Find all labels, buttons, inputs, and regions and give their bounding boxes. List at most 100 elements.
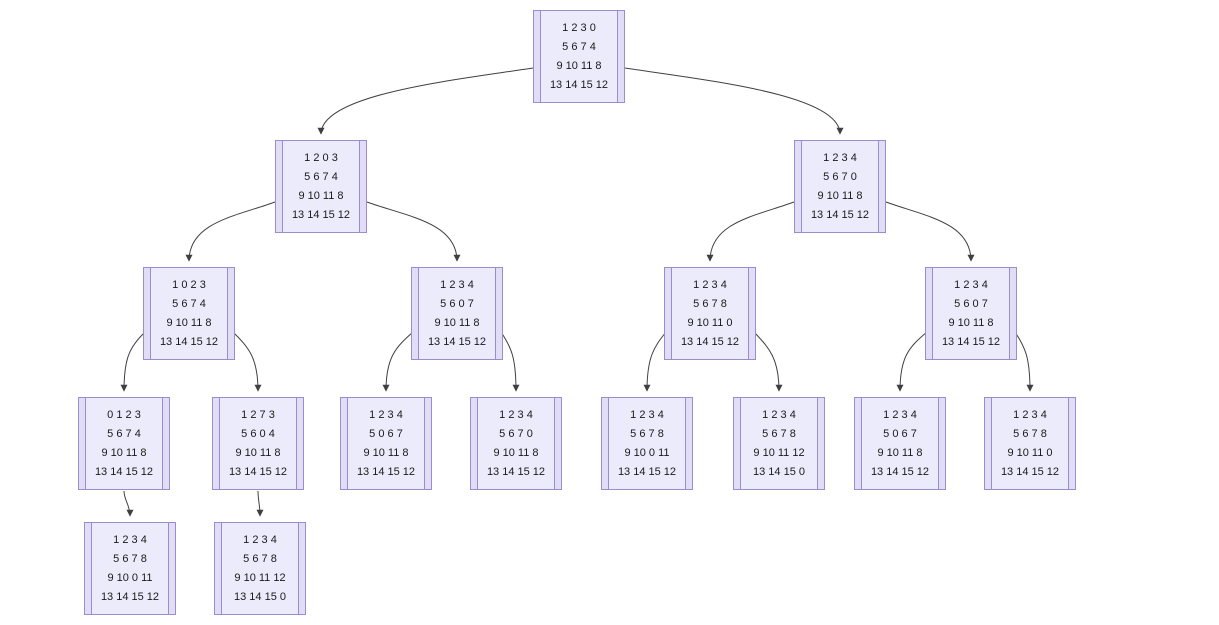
puzzle-row: 5 6 7 8 [630, 427, 664, 440]
puzzle-row: 9 10 11 0 [687, 316, 733, 329]
tree-node-l4e: 1 2 3 4 5 6 7 8 9 10 0 11 13 14 15 12 [601, 397, 693, 490]
puzzle-row: 13 14 15 12 [870, 465, 930, 478]
puzzle-row: 9 10 11 0 [1007, 446, 1053, 459]
puzzle-row: 9 10 11 8 [235, 446, 281, 459]
puzzle-row: 13 14 15 12 [100, 590, 160, 603]
edge-l3d-l4g [896, 331, 928, 392]
tree-node-l2b: 1 2 3 4 5 6 7 0 9 10 11 8 13 14 15 12 [794, 140, 886, 233]
puzzle-row: 13 14 15 12 [1000, 465, 1060, 478]
puzzle-row: 9 10 11 8 [556, 59, 602, 72]
tree-node-l3b: 1 2 3 4 5 6 0 7 9 10 11 8 13 14 15 12 [411, 267, 503, 360]
puzzle-row: 5 6 7 4 [107, 427, 141, 440]
puzzle-row: 1 2 3 4 [1013, 408, 1047, 421]
edge-l2a-l3a [185, 201, 276, 262]
tree-node-l3c: 1 2 3 4 5 6 7 8 9 10 11 0 13 14 15 12 [664, 267, 756, 360]
puzzle-row: 9 10 11 12 [753, 446, 805, 459]
puzzle-row: 13 14 15 12 [810, 208, 870, 221]
puzzle-row: 9 10 11 8 [434, 316, 480, 329]
tree-node-l4b: 1 2 7 3 5 6 0 4 9 10 11 8 13 14 15 12 [212, 397, 304, 490]
puzzle-row: 9 10 11 8 [877, 446, 923, 459]
edge-l4b-l5b [256, 490, 264, 517]
puzzle-row: 1 2 3 4 [883, 408, 917, 421]
puzzle-row: 5 6 7 4 [562, 40, 596, 53]
edge-l3d-l4h [1014, 331, 1034, 392]
tree-node-l4a: 0 1 2 3 5 6 7 4 9 10 11 8 13 14 15 12 [78, 397, 170, 490]
edge-l2b-l3d [885, 201, 975, 262]
puzzle-row: 13 14 15 12 [427, 335, 487, 348]
puzzle-row: 9 10 0 11 [107, 571, 153, 584]
edge-l3c-l4e [643, 331, 667, 392]
puzzle-row: 5 6 7 4 [172, 297, 206, 310]
edge-l2b-l3c [706, 201, 795, 262]
tree-node-l4c: 1 2 3 4 5 0 6 7 9 10 11 8 13 14 15 12 [340, 397, 432, 490]
tree-node-root: 1 2 3 0 5 6 7 4 9 10 11 8 13 14 15 12 [533, 10, 625, 103]
puzzle-row: 9 10 11 8 [363, 446, 409, 459]
edge-root-l2b [624, 67, 844, 135]
puzzle-row: 5 6 7 8 [243, 552, 277, 565]
puzzle-row: 9 10 11 12 [234, 571, 286, 584]
puzzle-row: 1 2 3 4 [630, 408, 664, 421]
edge-l3a-l4b [232, 331, 262, 392]
puzzle-row: 1 2 3 4 [499, 408, 533, 421]
puzzle-row: 13 14 15 12 [291, 208, 351, 221]
puzzle-row: 13 14 15 0 [234, 590, 286, 603]
puzzle-row: 5 6 7 8 [762, 427, 796, 440]
puzzle-row: 5 6 7 8 [113, 552, 147, 565]
puzzle-row: 5 6 7 0 [823, 170, 857, 183]
puzzle-row: 13 14 15 12 [680, 335, 740, 348]
edge-l3b-l4d [500, 331, 520, 392]
puzzle-row: 5 6 7 8 [1013, 427, 1047, 440]
puzzle-row: 13 14 15 12 [159, 335, 219, 348]
edge-l3a-l4a [120, 331, 146, 392]
puzzle-row: 5 0 6 7 [369, 427, 403, 440]
puzzle-row: 1 2 3 4 [113, 533, 147, 546]
puzzle-row: 9 10 11 8 [101, 446, 147, 459]
puzzle-row: 9 10 11 8 [298, 189, 344, 202]
tree-node-l4h: 1 2 3 4 5 6 7 8 9 10 11 0 13 14 15 12 [984, 397, 1076, 490]
puzzle-row: 13 14 15 12 [356, 465, 416, 478]
puzzle-row: 13 14 15 12 [94, 465, 154, 478]
tree-node-l4d: 1 2 3 4 5 6 7 0 9 10 11 8 13 14 15 12 [470, 397, 562, 490]
tree-node-l4f: 1 2 3 4 5 6 7 8 9 10 11 12 13 14 15 0 [733, 397, 825, 490]
puzzle-row: 1 0 2 3 [172, 278, 206, 291]
puzzle-row: 9 10 11 8 [166, 316, 212, 329]
puzzle-row: 5 6 0 4 [241, 427, 275, 440]
puzzle-row: 5 0 6 7 [883, 427, 917, 440]
puzzle-row: 1 2 3 4 [954, 278, 988, 291]
puzzle-row: 1 2 3 4 [823, 151, 857, 164]
puzzle-row: 1 2 0 3 [304, 151, 338, 164]
puzzle-row: 5 6 7 0 [499, 427, 533, 440]
puzzle-row: 13 14 15 12 [228, 465, 288, 478]
puzzle-row: 9 10 11 8 [493, 446, 539, 459]
puzzle-row: 1 2 3 0 [562, 21, 596, 34]
puzzle-row: 13 14 15 0 [753, 465, 805, 478]
puzzle-row: 5 6 7 8 [693, 297, 727, 310]
puzzle-row: 9 10 11 8 [948, 316, 994, 329]
puzzle-row: 5 6 0 7 [440, 297, 474, 310]
puzzle-row: 9 10 11 8 [817, 189, 863, 202]
puzzle-row: 13 14 15 12 [617, 465, 677, 478]
tree-node-l2a: 1 2 0 3 5 6 7 4 9 10 11 8 13 14 15 12 [275, 140, 367, 233]
puzzle-row: 5 6 7 4 [304, 170, 338, 183]
puzzle-row: 13 14 15 12 [549, 78, 609, 91]
tree-node-l3d: 1 2 3 4 5 6 0 7 9 10 11 8 13 14 15 12 [925, 267, 1017, 360]
puzzle-row: 1 2 3 4 [243, 533, 277, 546]
edge-root-l2a [317, 67, 534, 135]
edge-l4a-l5a [123, 490, 134, 517]
edge-l3c-l4f [753, 331, 783, 392]
tree-node-l5b: 1 2 3 4 5 6 7 8 9 10 11 12 13 14 15 0 [214, 522, 306, 615]
edge-l2a-l3b [366, 201, 461, 262]
puzzle-row: 13 14 15 12 [941, 335, 1001, 348]
puzzle-row: 9 10 0 11 [624, 446, 670, 459]
puzzle-row: 1 2 7 3 [241, 408, 275, 421]
tree-node-l5a: 1 2 3 4 5 6 7 8 9 10 0 11 13 14 15 12 [84, 522, 176, 615]
tree-node-l4g: 1 2 3 4 5 0 6 7 9 10 11 8 13 14 15 12 [854, 397, 946, 490]
puzzle-row: 1 2 3 4 [693, 278, 727, 291]
edge-l3b-l4c [382, 331, 414, 392]
tree-node-l3a: 1 0 2 3 5 6 7 4 9 10 11 8 13 14 15 12 [143, 267, 235, 360]
puzzle-row: 13 14 15 12 [486, 465, 546, 478]
puzzle-row: 0 1 2 3 [107, 408, 141, 421]
puzzle-row: 1 2 3 4 [440, 278, 474, 291]
